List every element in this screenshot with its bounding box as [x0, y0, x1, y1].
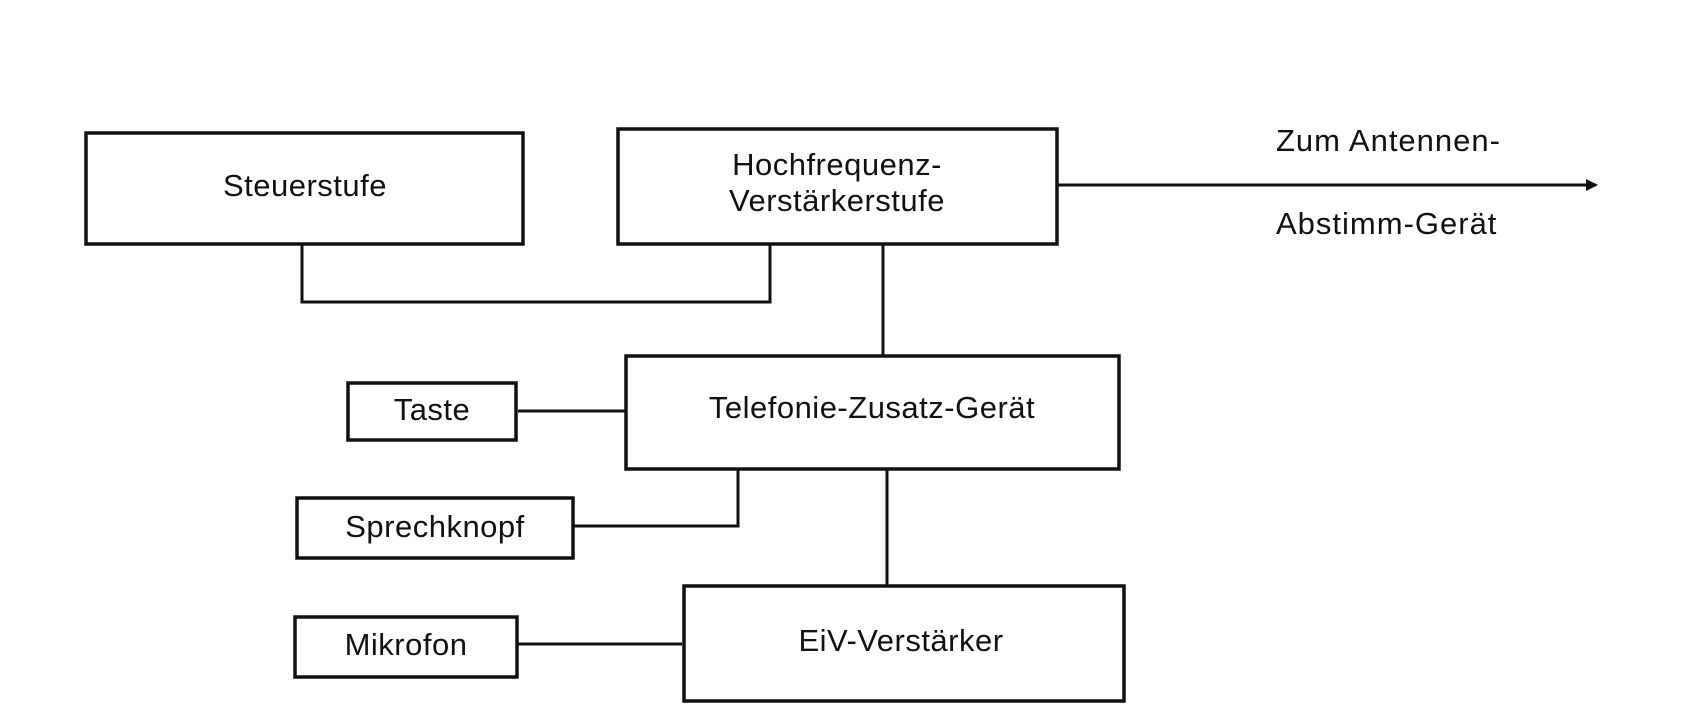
output-label-line1: Zum Antennen- — [1276, 123, 1501, 158]
block-telefonie-zusatz-geraet: Telefonie-Zusatz-Gerät — [624, 354, 1121, 471]
hf-label-line2: Verstärkerstufe — [729, 183, 945, 218]
eiv-label: EiV-Verstärker — [798, 623, 1003, 658]
output-label: Zum Antennen- Abstimm-Gerät — [1276, 123, 1501, 241]
wire-sprechknopf-to-telefonie — [574, 469, 740, 528]
wire-steuerstufe-to-hf — [300, 244, 772, 304]
block-steuerstufe: Steuerstufe — [84, 131, 525, 246]
block-sprechknopf: Sprechknopf — [295, 496, 575, 560]
steuerstufe-label: Steuerstufe — [223, 168, 387, 203]
output-label-line2: Abstimm-Gerät — [1276, 206, 1497, 241]
connections — [300, 179, 1598, 646]
hf-label-line1: Hochfrequenz- — [732, 147, 942, 182]
mikrofon-label: Mikrofon — [345, 627, 468, 662]
sprechknopf-label: Sprechknopf — [345, 509, 525, 544]
block-taste: Taste — [346, 381, 518, 442]
taste-label: Taste — [394, 392, 471, 427]
telefonie-label: Telefonie-Zusatz-Gerät — [709, 390, 1035, 425]
block-eiv-verstaerker: EiV-Verstärker — [682, 584, 1126, 703]
block-mikrofon: Mikrofon — [293, 615, 519, 679]
block-hf-verstaerkerstufe: Hochfrequenz- Verstärkerstufe — [616, 127, 1059, 246]
